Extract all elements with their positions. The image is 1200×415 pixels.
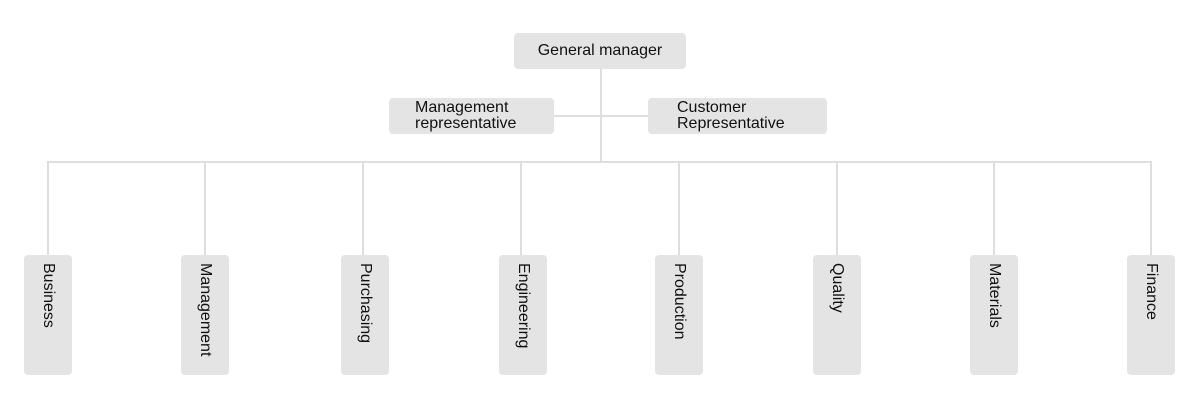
node-management-representative: Management representative: [389, 98, 554, 134]
node-label: Finance: [1143, 263, 1160, 320]
node-purchasing: Purchasing: [341, 255, 389, 375]
node-label: Purchasing: [357, 263, 374, 344]
node-label: Business: [40, 263, 57, 328]
node-production: Production: [655, 255, 703, 375]
node-label-line-1: Customer: [677, 99, 747, 116]
node-business: Business: [24, 255, 72, 375]
node-quality: Quality: [813, 255, 861, 375]
node-general-manager: General manager: [514, 33, 686, 69]
node-engineering: Engineering: [499, 255, 547, 375]
node-label: Engineering: [515, 263, 532, 349]
node-label: Production: [671, 263, 688, 340]
node-label: General manager: [537, 42, 663, 59]
node-customer-representative: Customer Representative: [648, 98, 827, 134]
node-label-line-1: Management: [415, 99, 509, 116]
node-materials: Materials: [970, 255, 1018, 375]
node-finance: Finance: [1127, 255, 1175, 375]
node-label: Quality: [829, 263, 846, 313]
node-management: Management: [181, 255, 229, 375]
node-label: Management: [197, 263, 214, 357]
node-label-line-2: representative: [415, 115, 517, 132]
node-label: Materials: [986, 263, 1003, 328]
node-label-line-2: Representative: [677, 115, 785, 132]
